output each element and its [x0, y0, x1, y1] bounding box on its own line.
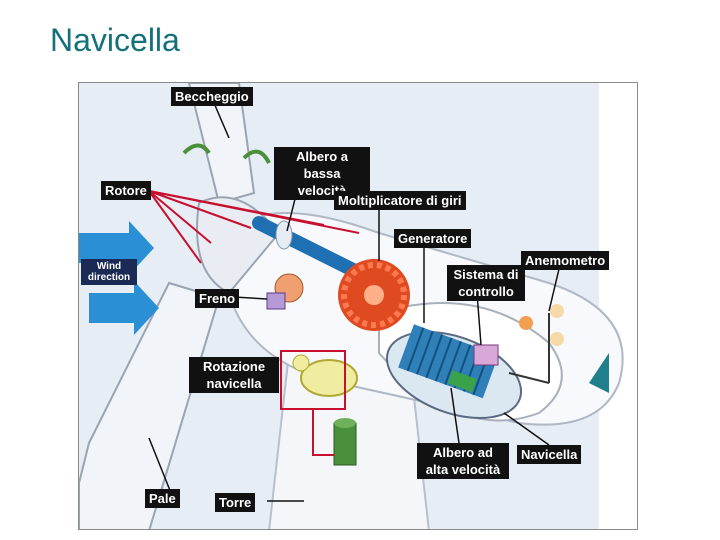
- gearbox-gear: [338, 259, 410, 331]
- yaw-motor: [333, 422, 357, 466]
- label-torre: Torre: [215, 493, 256, 512]
- anemometer: [508, 304, 564, 384]
- label-generatore: Generatore: [394, 229, 472, 248]
- leader-lines-black: [148, 102, 560, 502]
- label-navicella: Navicella: [517, 445, 582, 464]
- label-moltiplicatore-di-giri: Moltiplicatore di giri: [334, 191, 466, 210]
- wind-vane: [589, 353, 609, 393]
- label-freno: Freno: [195, 289, 240, 308]
- control-system-box: [473, 344, 499, 366]
- generator: [385, 324, 523, 419]
- blade-lower: [79, 281, 221, 529]
- wind-turbine-nacelle-diagram: Wind direction Beccheggio Albero a bassa…: [78, 82, 638, 530]
- label-anemometro: Anemometro: [521, 251, 610, 270]
- label-rotore: Rotore: [101, 181, 151, 200]
- yaw-gear: [292, 354, 358, 397]
- label-pale: Pale: [145, 489, 180, 508]
- leader-lines-red: [148, 190, 360, 456]
- blade-upper: [187, 83, 256, 205]
- page-title: Navicella: [50, 22, 180, 58]
- brake: [266, 273, 304, 310]
- label-beccheggio: Beccheggio: [171, 87, 253, 106]
- wind-direction-label: Wind direction: [81, 259, 137, 285]
- label-albero-alta-velocita: Albero ad alta velocità: [417, 443, 509, 479]
- label-sistema-di-controllo: Sistema di controllo: [447, 265, 525, 301]
- label-rotazione-navicella: Rotazione navicella: [189, 357, 279, 393]
